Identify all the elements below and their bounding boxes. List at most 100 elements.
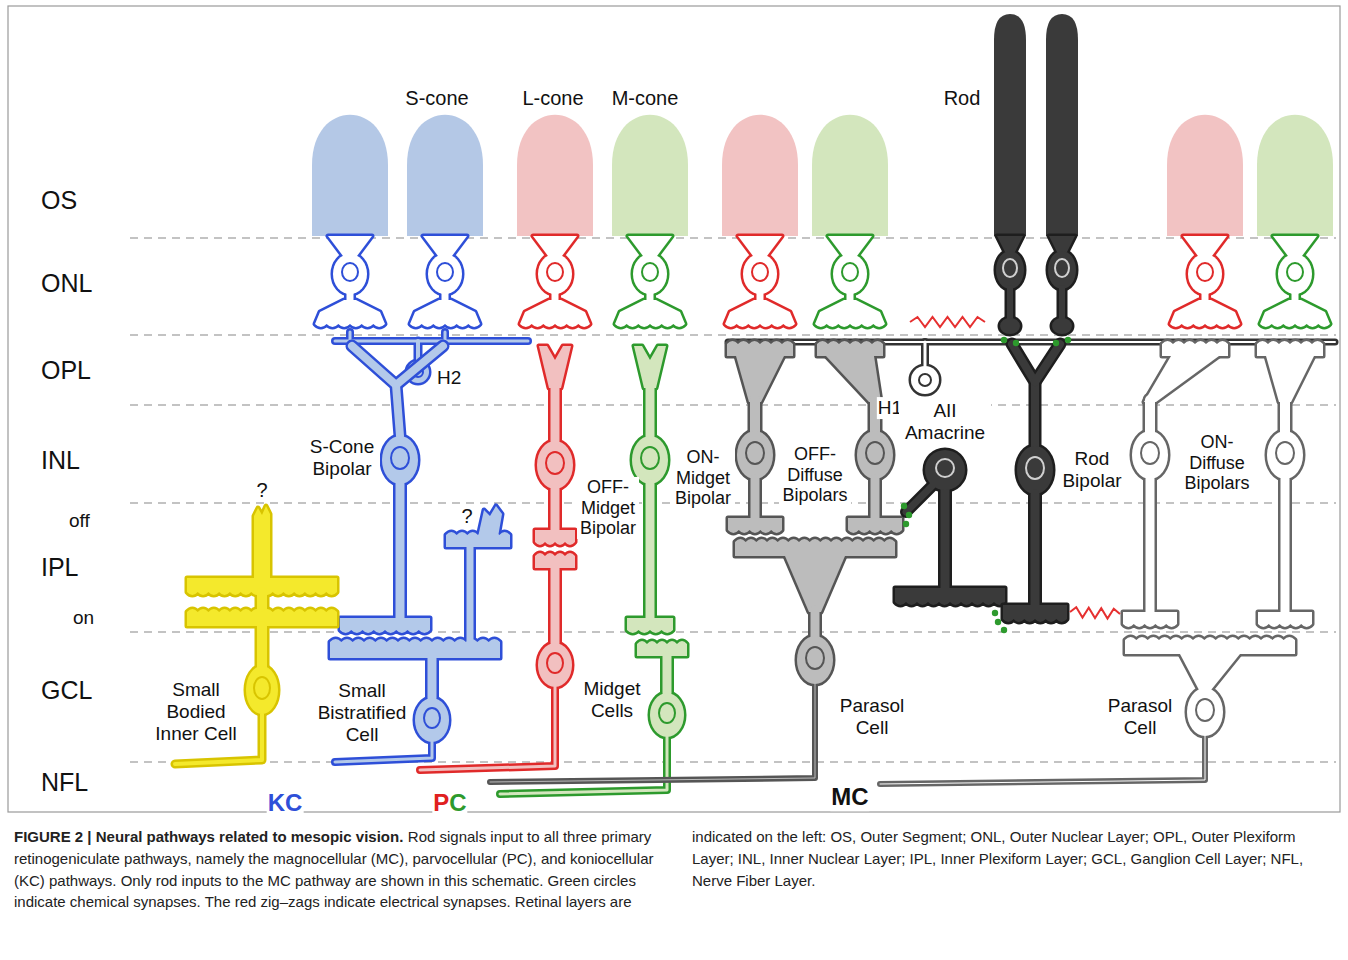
layer-label: OS	[40, 186, 78, 215]
cell-process	[906, 486, 932, 512]
pathway-label: KC	[267, 789, 304, 817]
midget-ganglion-cell	[420, 553, 575, 770]
cells-layer	[175, 14, 1335, 794]
cell-body	[1267, 431, 1303, 479]
cell-body	[737, 431, 773, 479]
cell-part	[1144, 356, 1219, 402]
cell-process	[750, 400, 760, 433]
chemical-synapse	[1001, 627, 1007, 633]
cell-process	[548, 568, 562, 643]
cell-body	[1132, 431, 1168, 479]
cell-process	[255, 626, 270, 668]
cell-part	[1260, 300, 1330, 327]
rod-photoreceptor	[996, 236, 1024, 334]
cell-body	[538, 254, 572, 294]
cell-part	[533, 236, 577, 256]
cell-label: Rod Bipolar	[1059, 448, 1125, 492]
cell-part	[1258, 612, 1312, 627]
cell-part	[1049, 236, 1075, 252]
cell-process	[420, 687, 555, 770]
cone-photoreceptor	[410, 236, 480, 327]
cell-part	[1003, 605, 1067, 622]
chemical-synapse	[1053, 340, 1059, 346]
cone-photoreceptor	[1260, 236, 1330, 327]
cell-process	[257, 592, 267, 612]
cell-process	[425, 656, 439, 698]
cell-label: ON-Diffuse Bipolars	[1181, 432, 1253, 494]
cell-body	[415, 698, 449, 742]
cell-part	[1257, 341, 1323, 356]
cell-part	[1125, 637, 1295, 654]
cell-process	[1005, 288, 1016, 318]
cell-label: ON-Midget Bipolar	[671, 447, 735, 509]
cell-body	[1188, 254, 1222, 294]
cell-process	[1280, 400, 1290, 433]
cell-part	[828, 236, 872, 256]
cell-process	[335, 337, 528, 345]
cell-part	[340, 618, 430, 633]
cone-outer-segment	[612, 115, 688, 236]
cell-process	[548, 386, 562, 441]
cell-part	[340, 618, 430, 633]
cell-part	[725, 300, 795, 327]
cell-body	[1048, 251, 1076, 289]
cell-nucleus	[1141, 442, 1159, 464]
cell-part	[826, 356, 881, 402]
cell-process	[352, 346, 400, 436]
sublayer-label: off	[68, 510, 91, 532]
cell-part	[1266, 356, 1314, 402]
cell-part	[628, 236, 672, 256]
cell-part	[728, 518, 782, 533]
cell-process	[1035, 344, 1060, 382]
cell-body	[1000, 318, 1020, 334]
cone-photoreceptor	[725, 236, 795, 327]
layer-boundary	[130, 761, 1336, 763]
cell-part	[627, 618, 673, 633]
cone-photoreceptor	[1170, 236, 1240, 327]
cell-body	[428, 254, 462, 294]
midget-ganglion-cell	[500, 641, 687, 794]
figure-caption: FIGURE 2 | Neural pathways related to me…	[14, 826, 1334, 913]
cell-body	[1048, 251, 1076, 289]
cell-body	[857, 431, 893, 479]
chemical-synapse	[901, 503, 907, 509]
layer-label: NFL	[40, 768, 89, 797]
cell-process	[880, 736, 1205, 784]
cell-part	[1162, 341, 1228, 356]
cell-body	[737, 431, 773, 479]
cell-part	[725, 300, 795, 327]
aii-amacrine-cell	[895, 450, 1005, 605]
cone-photoreceptor	[815, 236, 885, 327]
cell-nucleus	[1055, 259, 1069, 277]
cell-body	[1278, 254, 1312, 294]
cone-label: M-cone	[611, 87, 680, 110]
cell-part	[895, 588, 1005, 605]
cell-nucleus	[659, 703, 675, 723]
cell-body	[333, 254, 367, 294]
cell-body	[1267, 431, 1303, 479]
cone-outer-segment	[1257, 115, 1333, 236]
cell-part	[1258, 612, 1312, 627]
cell-body	[537, 441, 573, 489]
cell-part	[1162, 341, 1228, 356]
cell-process	[352, 346, 400, 436]
cell-body	[925, 450, 965, 490]
cell-process	[941, 488, 950, 588]
cell-body	[538, 643, 572, 687]
cell-body	[538, 254, 572, 294]
cell-process	[420, 687, 555, 770]
cell-body	[1052, 318, 1072, 334]
cell-process	[1007, 288, 1013, 318]
pathway-label: PC	[432, 789, 467, 817]
cell-process	[490, 684, 815, 782]
cell-nucleus	[342, 263, 358, 281]
cell-label: Small Bistratified Cell	[315, 680, 409, 746]
cell-part	[1123, 612, 1177, 627]
cell-nucleus	[1197, 263, 1213, 281]
cell-part	[254, 506, 270, 582]
cell-body	[743, 254, 777, 294]
cell-part	[738, 236, 782, 256]
cell-process	[1057, 288, 1068, 318]
cell-process	[751, 479, 760, 518]
cell-nucleus	[641, 447, 659, 469]
